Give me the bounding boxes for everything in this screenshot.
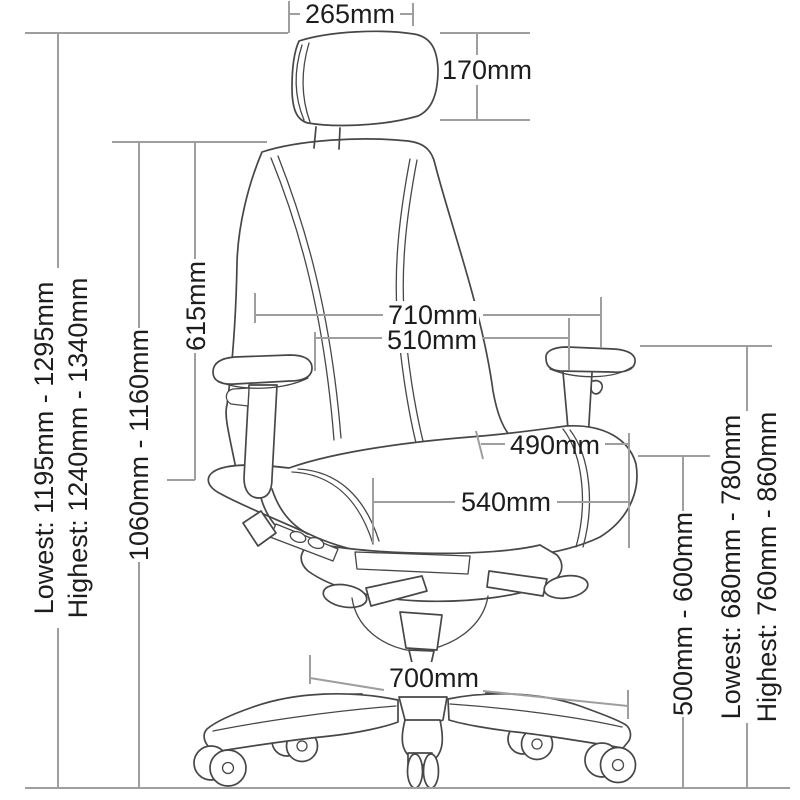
- bell-housing-left: [351, 597, 413, 652]
- paddle-rod-detail-2: [307, 536, 325, 550]
- chair-illustration: [193, 30, 638, 789]
- backrest-seam-left-2: [277, 155, 342, 439]
- label-bg-710: [387, 301, 479, 328]
- label-base-width: 700mm: [389, 663, 479, 693]
- base-arm-right-ridge: [449, 703, 623, 728]
- chair-headrest: [291, 30, 439, 150]
- gas-lift-upper: [399, 611, 443, 651]
- backrest-seam-left: [270, 157, 335, 441]
- caster-center-wheel-right: [422, 753, 440, 789]
- label-headrest-height: 170mm: [442, 55, 532, 85]
- caster-center-wheel-left: [406, 753, 424, 789]
- caster-outer-right-hub: [611, 758, 625, 772]
- caster-inner-right-hub: [531, 738, 543, 750]
- chair-mechanism: [242, 510, 589, 652]
- lever-rod-left: [365, 575, 428, 607]
- seat-piping-right-2: [569, 429, 591, 548]
- seat-piping-left-1: [291, 471, 374, 545]
- caster-outer-left-hub: [221, 761, 235, 775]
- dimension-labels: 265mm 170mm Lowest: 1195mm - 1295mm High…: [29, 0, 782, 722]
- headrest-outline: [291, 30, 439, 127]
- label-overall-height-lowest: Lowest: 1195mm - 1295mm: [29, 282, 59, 615]
- armrest-left-clamp: [225, 387, 250, 407]
- dim-490-tick-left: [475, 430, 484, 460]
- label-bg-700: [386, 662, 482, 694]
- lever-rod-right: [486, 570, 548, 597]
- backrest-outline: [225, 138, 511, 479]
- seat-outline: [207, 425, 638, 562]
- label-seat-depth: 490mm: [510, 430, 600, 460]
- gas-lift-lower: [408, 649, 435, 665]
- chair-backrest: [225, 138, 511, 479]
- chair-base: [193, 692, 637, 789]
- chair-armrest-left: [212, 354, 313, 543]
- label-backrest-width: 510mm: [387, 325, 477, 355]
- headrest-stem-left: [313, 126, 317, 149]
- armrest-left-pad-underside: [217, 377, 309, 389]
- armrest-right-pad-underside: [549, 366, 633, 378]
- paddle-rod-detail-1: [289, 530, 307, 544]
- armrest-right-pad: [545, 346, 636, 374]
- caster-outer-right-wheel: [599, 746, 637, 784]
- base-arm-left-ridge: [212, 705, 397, 732]
- dim-700-line-right: [482, 690, 629, 707]
- base-arm-left: [203, 692, 399, 753]
- label-backrest-top-height: 1060mm - 1160mm: [124, 329, 154, 561]
- lever-knob-left: [322, 583, 368, 609]
- lever-knob-right: [543, 574, 589, 600]
- dimension-lines: [25, 1, 790, 789]
- label-seat-width: 540mm: [461, 487, 551, 517]
- dim-700-line-left: [309, 677, 385, 691]
- label-armrest-height-highest: Highest: 760mm - 860mm: [752, 412, 782, 723]
- armrest-right-knob: [590, 379, 603, 395]
- armrest-left-pad: [212, 354, 313, 385]
- label-bg-510: [386, 326, 478, 353]
- chair-seat: [207, 425, 638, 562]
- caster-inner-left-hub: [296, 740, 308, 752]
- label-backrest-height: 615mm: [181, 261, 211, 351]
- label-armrest-height-lowest: Lowest: 680mm - 780mm: [716, 415, 746, 720]
- headrest-stem-right: [338, 127, 341, 150]
- headrest-piping-2: [302, 42, 311, 123]
- armrest-left-post: [243, 384, 278, 499]
- caster-outer-left-wheel: [209, 749, 247, 787]
- label-overall-height-highest: Highest: 1240mm - 1340mm: [63, 278, 93, 619]
- label-seat-height: 500mm - 600mm: [668, 512, 698, 716]
- mechanism-plate: [354, 551, 471, 575]
- bell-housing-right: [431, 595, 489, 650]
- label-width-across-armrests: 710mm: [388, 300, 478, 330]
- paddle-lever: [242, 510, 277, 547]
- armrest-left-support-2: [271, 488, 309, 535]
- seat-piping-right-1: [562, 428, 584, 548]
- headrest-piping-1: [295, 44, 305, 121]
- label-headrest-width: 265mm: [305, 0, 395, 29]
